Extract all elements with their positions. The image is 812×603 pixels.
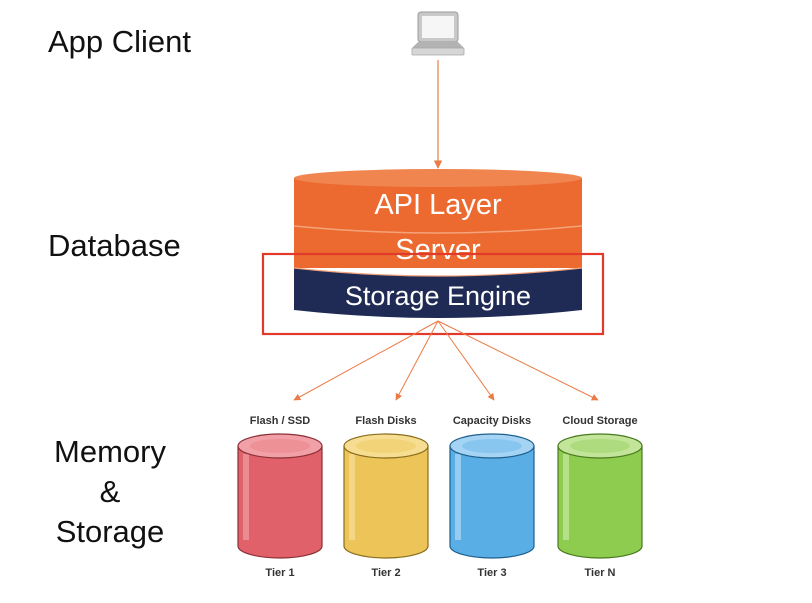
- tier-2-cylinder: [343, 433, 429, 559]
- tier-1-cylinder: [237, 433, 323, 559]
- tier-heading: Flash / SSD: [250, 415, 311, 427]
- tier-label: Tier 2: [371, 567, 400, 579]
- database-label: Database: [48, 228, 181, 263]
- memory-label: Memory: [54, 434, 166, 469]
- tier-label: Tier 3: [477, 567, 506, 579]
- memory-storage-label: Memory & Storage: [30, 432, 190, 552]
- storage-label: Storage: [55, 514, 165, 549]
- tier-label: Tier 1: [265, 567, 294, 579]
- tier-heading: Cloud Storage: [562, 415, 637, 427]
- api-layer-label: API Layer: [374, 189, 502, 221]
- database-stack: [293, 169, 583, 318]
- tier-3-cylinder: [449, 433, 535, 559]
- server-label: Server: [395, 234, 481, 266]
- tier-label: Tier N: [585, 567, 616, 579]
- tier-n-cylinder: [557, 433, 643, 559]
- computer-icon: [411, 11, 465, 56]
- app-client-label: App Client: [48, 24, 192, 59]
- tier-arrows: [293, 320, 599, 401]
- storage-engine-label: Storage Engine: [345, 281, 531, 311]
- storage-engine-highlight: [261, 252, 605, 336]
- ampersand-label: &: [99, 474, 121, 509]
- tier-heading: Flash Disks: [355, 415, 416, 427]
- tier-heading: Capacity Disks: [453, 415, 531, 427]
